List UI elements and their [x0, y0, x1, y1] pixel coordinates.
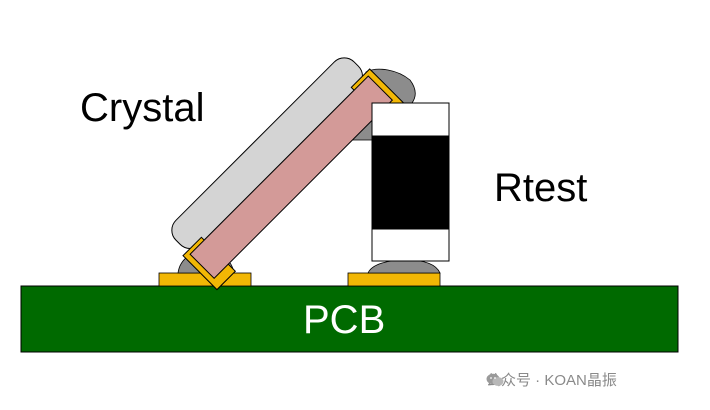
wechat-icon — [486, 373, 504, 386]
rtest-component — [371, 102, 450, 262]
rtest-top-cap — [371, 102, 450, 137]
crystal-body — [189, 75, 394, 280]
watermark: 公众号 · KOAN晶振 — [486, 373, 617, 388]
rtest-body — [371, 135, 450, 230]
rtest-label: Rtest — [494, 166, 588, 210]
pcb-board — [20, 285, 679, 353]
crystal-label: Crystal — [80, 86, 205, 130]
crystal-component — [171, 57, 405, 291]
pcb-label: PCB — [303, 298, 386, 342]
rtest-bottom-cap — [371, 228, 450, 262]
pad-right — [347, 272, 441, 287]
watermark-text: 公众号 · KOAN晶振 — [486, 372, 617, 389]
solder-right-bottom — [367, 259, 441, 274]
